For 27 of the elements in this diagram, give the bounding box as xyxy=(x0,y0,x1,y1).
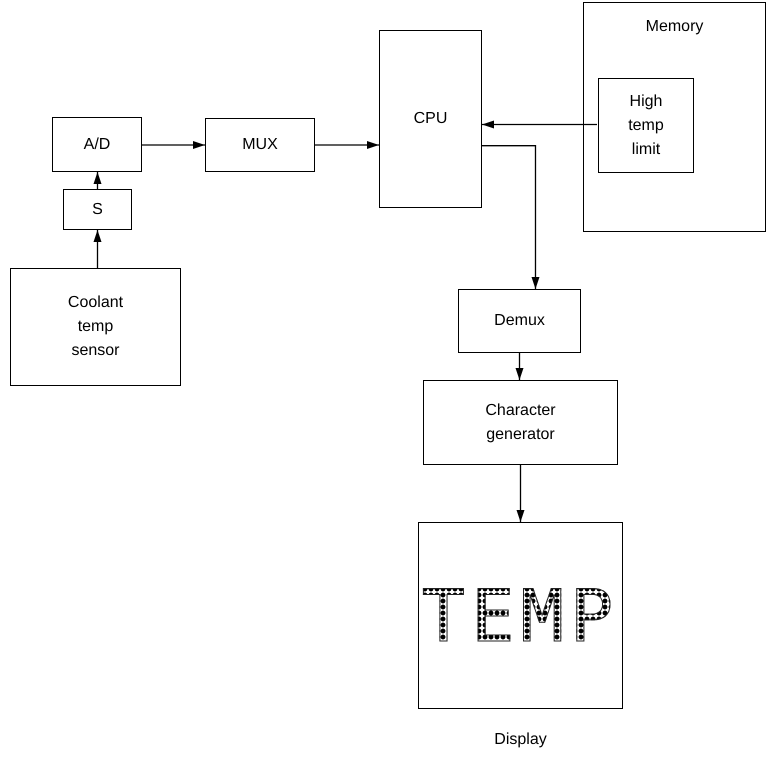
block-label: Demux xyxy=(494,311,545,331)
arrow xyxy=(94,172,102,189)
process-box xyxy=(205,118,315,172)
arrow xyxy=(482,120,597,128)
process-box xyxy=(10,268,181,386)
block-label: Coolant temp sensor xyxy=(66,293,124,361)
process-box xyxy=(379,30,482,208)
process-box xyxy=(52,117,142,172)
display-label: Display xyxy=(493,730,548,750)
arrow xyxy=(315,141,379,149)
arrow xyxy=(482,145,540,289)
block-label: High temp limit xyxy=(627,92,665,160)
process-box xyxy=(458,289,581,353)
block-label: A/D xyxy=(84,134,110,154)
arrow xyxy=(94,230,102,268)
block-label: MUX xyxy=(242,135,278,155)
process-box xyxy=(63,189,132,230)
arrow xyxy=(142,141,205,149)
memory-block xyxy=(583,2,766,232)
process-box xyxy=(423,380,618,465)
arrow xyxy=(516,465,524,522)
block-label: CPU xyxy=(414,109,448,129)
arrow xyxy=(516,353,524,380)
block-label: Character generator xyxy=(484,400,557,444)
block-label: Memory xyxy=(646,17,704,37)
block-label: S xyxy=(92,200,103,220)
process-box xyxy=(598,78,694,173)
